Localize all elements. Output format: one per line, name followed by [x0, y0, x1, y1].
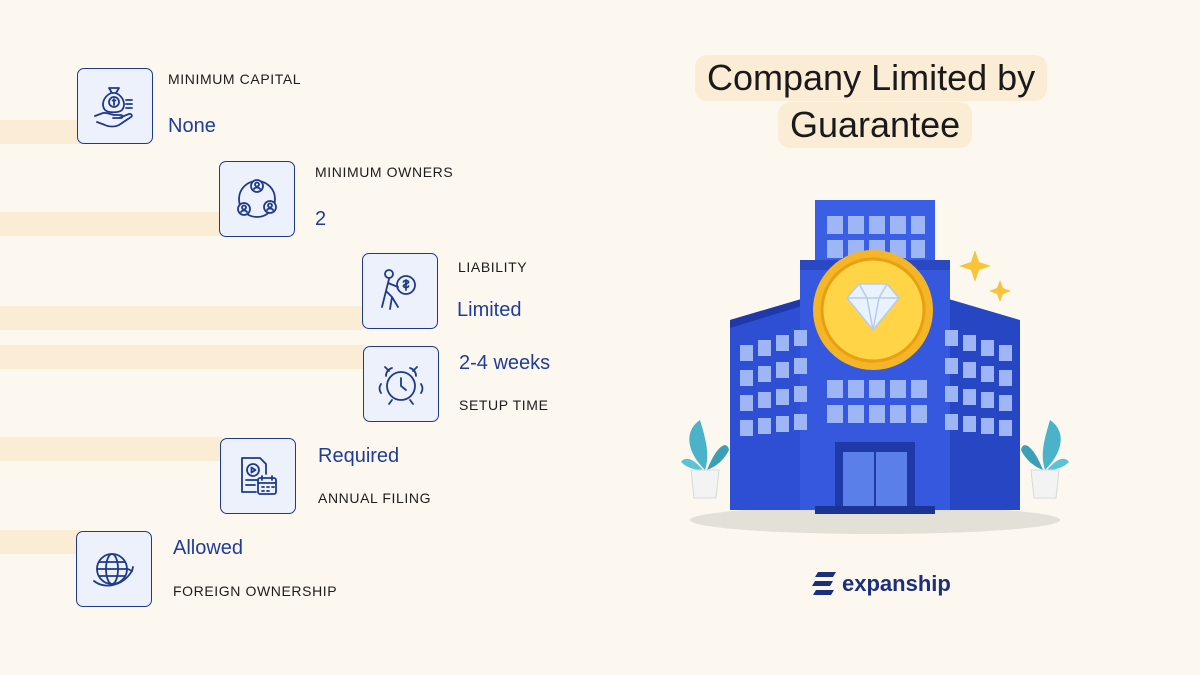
feature-minimum-owners — [219, 161, 295, 237]
feature-setup-time — [363, 346, 439, 422]
feature-value: Required — [318, 445, 400, 467]
people-network-icon — [237, 179, 277, 218]
decor-band — [0, 306, 364, 330]
feature-value: Allowed — [173, 537, 244, 559]
feature-value: None — [168, 115, 216, 137]
feature-minimum-capital — [77, 68, 153, 144]
page-title-line-1: Company Limited by — [695, 55, 1048, 101]
feature-value: 2-4 weeks — [459, 352, 551, 374]
feature-annual-filing — [220, 438, 296, 514]
money-bag-hand-icon — [94, 87, 133, 128]
feature-value: Limited — [457, 299, 522, 321]
page-title-line-2: Guarantee — [778, 102, 973, 148]
expanship-logo-icon — [812, 572, 836, 595]
feature-label: LIABILITY — [458, 259, 528, 275]
person-carrying-coin-icon — [381, 269, 416, 310]
document-calendar-icon — [241, 457, 277, 495]
decor-band — [0, 530, 80, 554]
decor-band — [0, 212, 222, 236]
decor-band — [0, 345, 364, 369]
feature-label: MINIMUM CAPITAL — [168, 71, 302, 87]
feature-label: FOREIGN OWNERSHIP — [173, 583, 338, 599]
building-illustration — [681, 200, 1069, 534]
feature-value: 2 — [315, 208, 327, 230]
feature-label: SETUP TIME — [459, 397, 549, 413]
brand-name: expanship — [842, 571, 951, 596]
globe-icon — [93, 553, 134, 587]
alarm-clock-icon — [378, 366, 424, 405]
brand-logo: expanship — [812, 570, 951, 598]
feature-label: ANNUAL FILING — [318, 490, 432, 506]
feature-foreign-ownership — [76, 531, 152, 607]
feature-liability — [362, 253, 438, 329]
decor-band — [0, 437, 222, 461]
feature-label: MINIMUM OWNERS — [315, 164, 454, 180]
decor-band — [0, 120, 80, 144]
